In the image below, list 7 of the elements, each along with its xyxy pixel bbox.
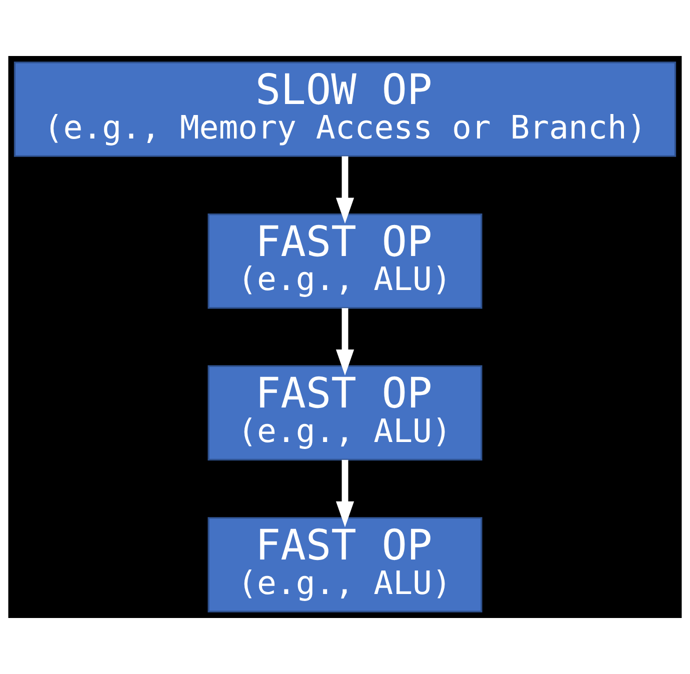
arrow [336, 308, 354, 376]
node-box: FAST OP (e.g., ALU) [208, 213, 482, 309]
node-box: SLOW OP (e.g., Memory Access or Branch) [14, 62, 676, 157]
node-box: FAST OP (e.g., ALU) [208, 365, 482, 461]
arrow [336, 460, 354, 528]
node-box: FAST OP (e.g., ALU) [208, 517, 482, 612]
arrow [336, 156, 354, 224]
